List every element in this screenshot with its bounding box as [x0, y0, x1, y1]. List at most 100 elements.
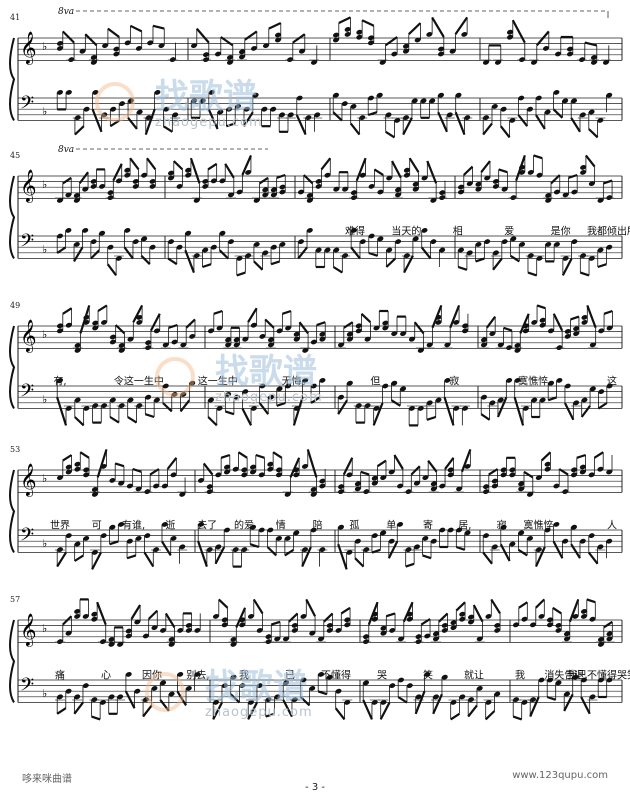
- treble-note-head: [400, 331, 407, 337]
- treble-note-head: [212, 613, 220, 619]
- bass-beam: [371, 548, 381, 554]
- bass-note-head: [193, 253, 200, 259]
- treble-note-head: [227, 192, 235, 198]
- bass-note-head: [217, 109, 224, 115]
- treble-beam: [132, 467, 142, 473]
- bass-beam: [496, 396, 508, 418]
- treble-note-head: [371, 480, 378, 486]
- treble-chord-head: [185, 167, 192, 173]
- bass-note-head: [221, 683, 228, 689]
- bass-note-head: [386, 247, 393, 253]
- bass-beam: [247, 702, 258, 720]
- bass-note-head: [177, 671, 184, 677]
- treble-note-head: [259, 333, 266, 339]
- lyric-syllable: 寞憔悴: [518, 374, 548, 387]
- treble-beam: [535, 598, 546, 609]
- treble-note-head: [367, 40, 375, 46]
- measure-number: 53: [10, 445, 20, 454]
- bass-beam: [563, 693, 574, 712]
- treble-note-head: [497, 342, 504, 348]
- lyric-syllable: 寄: [423, 518, 433, 531]
- treble-note-head: [65, 322, 72, 328]
- bass-note-head: [306, 227, 313, 233]
- treble-beam: [166, 457, 178, 470]
- bass-note-head: [315, 247, 322, 253]
- treble-chord-head: [350, 190, 357, 196]
- treble-note-head: [102, 43, 109, 49]
- treble-clef-icon: 𝄞: [20, 613, 37, 647]
- treble-note-head: [92, 325, 99, 331]
- bass-note-head: [109, 397, 116, 403]
- treble-note-head: [101, 319, 108, 325]
- treble-note-head: [83, 472, 90, 478]
- treble-chord-head: [356, 29, 363, 35]
- bass-note-head: [395, 239, 402, 245]
- watermark-text: zhaogepu.com: [155, 115, 263, 130]
- treble-chord-head: [74, 342, 81, 348]
- treble-beam: [584, 41, 598, 47]
- bass-note-head: [293, 530, 300, 536]
- bass-note-head: [456, 527, 463, 533]
- bass-beam: [106, 263, 117, 277]
- bass-note-head: [510, 236, 517, 242]
- lyric-syllable: ，: [570, 520, 580, 531]
- treble-beam: [62, 30, 75, 44]
- treble-note-head: [226, 59, 234, 65]
- treble-note-head: [444, 342, 451, 348]
- treble-note-head: [161, 483, 168, 489]
- bass-note-head: [342, 253, 349, 259]
- treble-beam: [220, 453, 231, 459]
- bass-note-head: [545, 241, 552, 247]
- bass-beam: [597, 402, 608, 410]
- treble-note-head: [250, 45, 258, 51]
- treble-note-head: [530, 59, 538, 65]
- lyric-syllable: 寂: [497, 518, 507, 531]
- key-flat-icon: ♭: [42, 105, 47, 118]
- treble-note-head: [346, 336, 353, 342]
- treble-chord-head: [326, 622, 333, 628]
- treble-clef-icon: 𝄞: [20, 31, 37, 65]
- lyric-syllable: 哭: [377, 669, 387, 681]
- bass-beam: [202, 263, 212, 269]
- bass-note-head: [544, 109, 551, 115]
- treble-chord-head: [90, 178, 97, 184]
- key-flat-icon: ♭: [42, 622, 47, 635]
- bass-beam: [207, 108, 219, 130]
- key-flat-icon: ♭: [42, 178, 47, 191]
- bass-note-head: [118, 521, 125, 527]
- bass-note-head: [232, 547, 239, 553]
- treble-note-head: [91, 616, 98, 622]
- treble-chord-head: [447, 467, 454, 473]
- treble-note-head: [56, 639, 64, 645]
- bass-note-head: [206, 547, 213, 553]
- bass-note-head: [403, 253, 410, 259]
- bass-beam: [480, 413, 491, 421]
- bass-note-head: [371, 533, 378, 539]
- grand-staff-brace: [9, 175, 16, 259]
- bass-note-head: [430, 239, 437, 245]
- treble-beam: [235, 607, 247, 628]
- treble-beam: [147, 609, 159, 620]
- treble-note-head: [310, 339, 317, 345]
- treble-beam: [213, 309, 223, 315]
- bass-beam: [337, 399, 348, 415]
- treble-chord-head: [92, 320, 99, 326]
- bass-note-head: [570, 98, 578, 104]
- bass-beam: [379, 702, 391, 720]
- bass-note-head: [199, 98, 206, 104]
- treble-chord-head: [564, 328, 571, 334]
- treble-beam: [438, 612, 449, 623]
- bass-note-head: [261, 106, 268, 112]
- bass-note-head: [73, 241, 80, 247]
- bass-beam: [443, 397, 455, 426]
- treble-beam: [130, 604, 142, 620]
- lyric-syllable: 有谁,: [122, 518, 145, 531]
- treble-beam: [97, 304, 108, 312]
- treble-beam: [218, 598, 229, 609]
- treble-note-head: [109, 339, 116, 345]
- bass-note-head: [301, 547, 309, 553]
- bass-beam: [167, 257, 178, 266]
- treble-note-head: [56, 197, 64, 203]
- watermark-chinese: 找歌谱: [155, 77, 257, 117]
